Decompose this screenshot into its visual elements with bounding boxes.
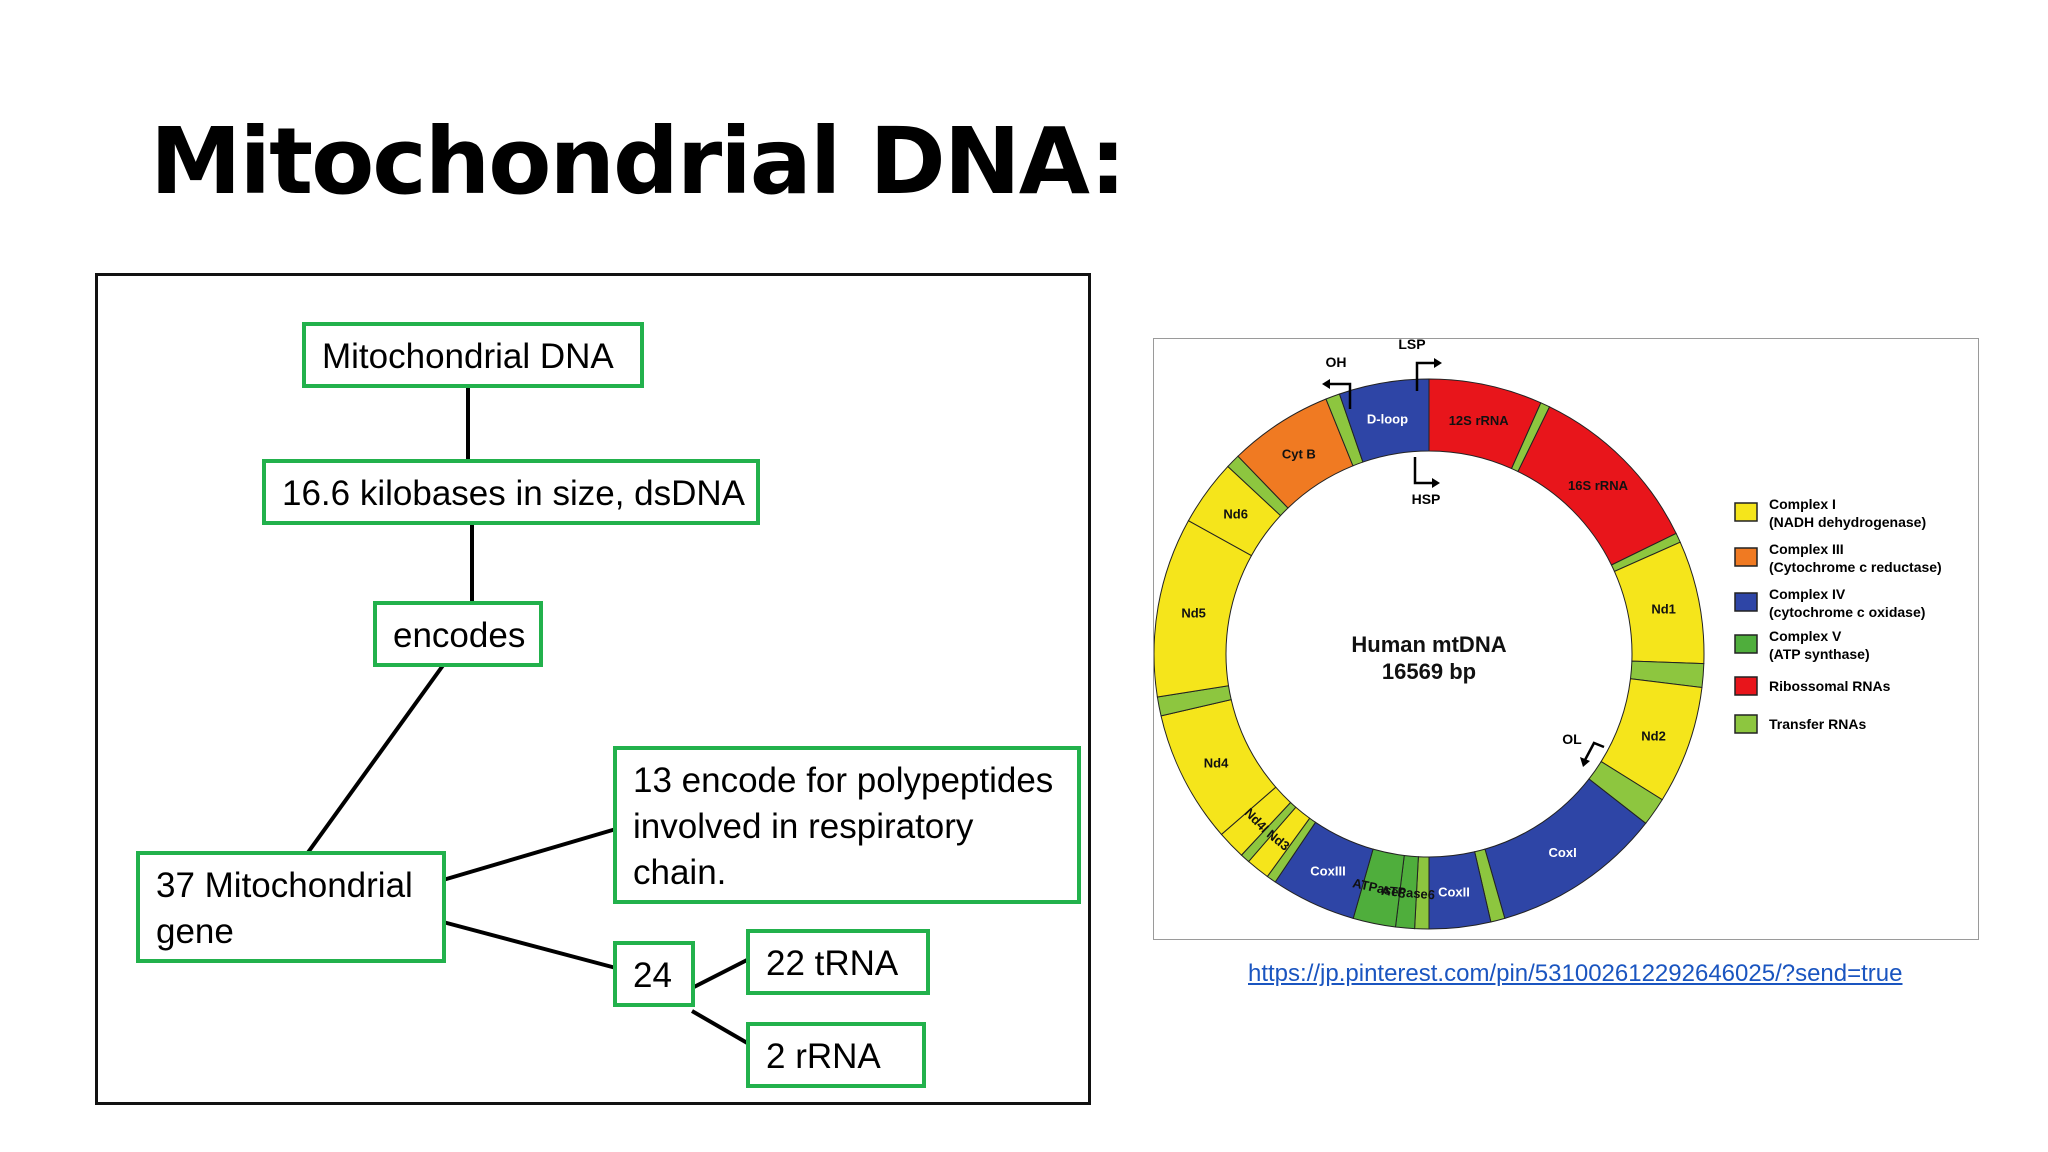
node-label-line: 13 encode for polypeptides	[633, 761, 1054, 800]
node-label-line: involved in respiratory	[633, 807, 974, 846]
ol-arrow-icon	[1583, 741, 1605, 761]
ring-label-nd1: Nd1	[1651, 601, 1676, 616]
legend-sublabel: (cytochrome c oxidase)	[1769, 604, 1925, 620]
ring-label-atpase6: ATPase6	[1381, 883, 1436, 903]
connector-genes-24	[442, 920, 617, 970]
legend-label: Ribossomal RNAs	[1769, 678, 1891, 694]
node-encodes: encodes	[373, 601, 543, 667]
map-legend: Complex I (NADH dehydrogenase) Complex III…	[1734, 496, 1942, 734]
node-label: 22 tRNA	[766, 944, 899, 983]
ring-label-16s-rrna: 16S rRNA	[1568, 478, 1629, 493]
ring-label-nd6: Nd6	[1223, 507, 1248, 522]
marker-hsp: HSP	[1412, 457, 1441, 507]
ring-label-12s-rrna: 12S rRNA	[1449, 413, 1510, 428]
oh-arrowhead-icon	[1322, 379, 1330, 389]
connector-encodes-genes	[289, 662, 446, 878]
marker-oh: OH	[1322, 354, 1352, 409]
legend-swatch	[1734, 547, 1758, 567]
node-label: 16.6 kilobases in size, dsDNA	[282, 474, 745, 513]
slide-title: Mitochondrial DNA:	[150, 108, 1126, 215]
marker-lsp: LSP	[1398, 336, 1442, 391]
node-22-trna: 22 tRNA	[746, 929, 930, 995]
node-mitochondrial-dna: Mitochondrial DNA	[302, 322, 644, 388]
node-polypeptides: 13 encode for polypeptides involved in r…	[613, 746, 1081, 904]
mtdna-ring	[1153, 378, 1705, 930]
node-label: 2 rRNA	[766, 1037, 881, 1076]
connector-24-trna	[691, 957, 750, 990]
node-2-rrna: 2 rRNA	[746, 1022, 926, 1088]
legend-swatch	[1734, 634, 1758, 654]
node-label: Mitochondrial DNA	[322, 337, 614, 376]
legend-sublabel: (Cytochrome c reductase)	[1769, 559, 1942, 575]
ring-label-coxi: CoxI	[1549, 845, 1577, 860]
node-size: 16.6 kilobases in size, dsDNA	[262, 459, 760, 525]
node-label-line: 37 Mitochondrial	[156, 866, 413, 905]
oh-label: OH	[1326, 354, 1347, 370]
map-center-subtitle: 16569 bp	[1382, 659, 1476, 684]
legend-label: Complex III	[1769, 541, 1844, 557]
map-center-title: Human mtDNA	[1351, 632, 1506, 657]
legend-label: Complex IV	[1769, 586, 1846, 602]
connector-24-rrna	[690, 1009, 751, 1046]
ring-label-coxii: CoxII	[1438, 885, 1470, 900]
legend-sublabel: (NADH dehydrogenase)	[1769, 514, 1926, 530]
flowchart-frame: Mitochondrial DNA 16.6 kilobases in size…	[95, 273, 1091, 1105]
hsp-arrowhead-icon	[1432, 478, 1440, 488]
ring-label-coxiii: CoxIII	[1310, 864, 1345, 879]
node-label-line: gene	[156, 912, 234, 951]
legend-swatch	[1734, 502, 1758, 522]
ring-label-nd2: Nd2	[1641, 729, 1666, 744]
ol-arrowhead-icon	[1580, 757, 1590, 767]
legend-swatch	[1734, 714, 1758, 734]
oh-arrow-icon	[1330, 382, 1352, 409]
lsp-arrow-icon	[1415, 361, 1434, 391]
lsp-label: LSP	[1398, 339, 1425, 352]
ring-label-nd5: Nd5	[1181, 605, 1206, 620]
lsp-arrowhead-icon	[1434, 358, 1442, 368]
ring-label-nd4: Nd4	[1204, 756, 1229, 771]
node-label: 24	[633, 956, 672, 995]
legend-label: Transfer RNAs	[1769, 716, 1866, 732]
source-link[interactable]: https://jp.pinterest.com/pin/53100261229…	[1248, 960, 1903, 987]
seg-d-loop	[1338, 378, 1430, 463]
node-label: encodes	[393, 616, 526, 655]
marker-ol: OL	[1562, 731, 1605, 767]
ring-label-d-loop: D-loop	[1367, 412, 1408, 427]
node-24: 24	[613, 941, 695, 1007]
flowchart-connectors	[289, 385, 751, 1046]
node-37-genes: 37 Mitochondrial gene	[136, 851, 446, 963]
connector-genes-polypeptides	[442, 827, 617, 882]
hsp-arrow-icon	[1413, 457, 1432, 485]
legend-label: Complex V	[1769, 628, 1842, 644]
legend-label: Complex I	[1769, 496, 1836, 512]
hsp-label: HSP	[1412, 491, 1441, 507]
legend-sublabel: (ATP synthase)	[1769, 646, 1870, 662]
ring-label-cyt-b: Cyt B	[1282, 447, 1316, 462]
ol-label: OL	[1562, 731, 1582, 747]
legend-swatch	[1734, 676, 1758, 696]
node-label-line: chain.	[633, 853, 727, 892]
legend-swatch	[1734, 592, 1758, 612]
